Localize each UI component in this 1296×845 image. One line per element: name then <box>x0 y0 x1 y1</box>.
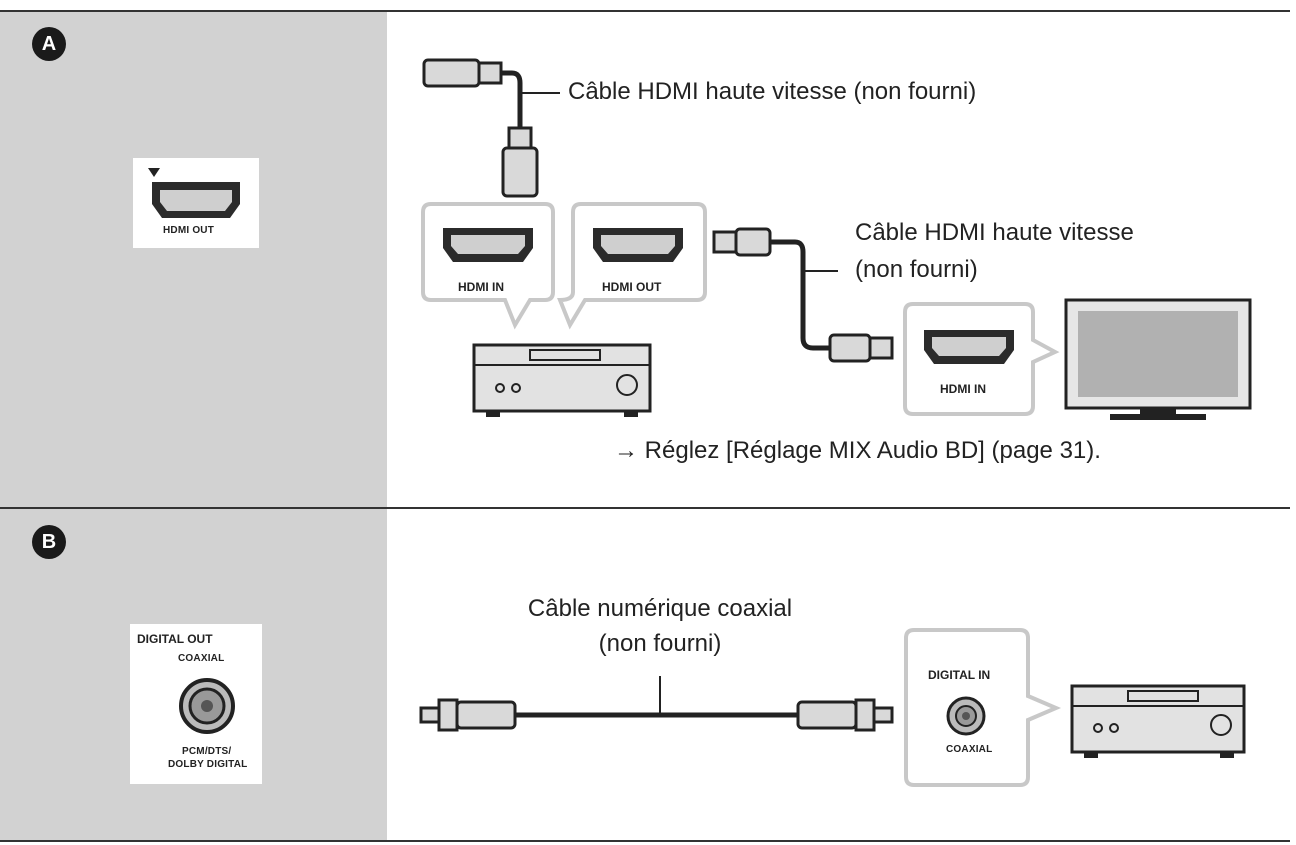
receiver-hdmi-in-label: HDMI IN <box>458 280 504 294</box>
television <box>1064 298 1252 420</box>
section-b-badge: B <box>32 525 66 559</box>
receiver-hdmi-in-callout <box>421 202 555 330</box>
triangle-marker-icon <box>148 168 160 177</box>
receiver-digital-in-label: DIGITAL IN <box>928 668 991 682</box>
tv-hdmi-in-label: HDMI IN <box>940 382 986 396</box>
setting-note: → Réglez [Réglage MIX Audio BD] (page 31… <box>614 437 1101 464</box>
coaxial-cable-label-line2: (non fourni) <box>598 630 722 657</box>
av-receiver-b <box>1070 684 1246 758</box>
coaxial-cable-label-line1: Câble numérique coaxial <box>527 595 793 622</box>
player-format-line-1: PCM/DTS/ <box>182 746 232 757</box>
coaxial-plug-right <box>796 698 894 732</box>
hdmi-plug-right-2 <box>828 333 894 363</box>
hdmi-plug-vertical <box>501 126 539 198</box>
hdmi-cable-label-2-line2: (non fourni) <box>855 256 978 283</box>
player-digital-out-sub: COAXIAL <box>178 653 225 664</box>
player-hdmi-out-label: HDMI OUT <box>163 225 215 236</box>
hdmi-cable-2 <box>770 239 833 351</box>
player-digital-out-title: DIGITAL OUT <box>137 632 213 646</box>
player-format-line-2: DOLBY DIGITAL <box>168 759 248 770</box>
bottom-rule <box>0 840 1290 842</box>
section-a-badge: A <box>32 27 66 61</box>
receiver-hdmi-out-label: HDMI OUT <box>602 280 662 294</box>
hdmi-cable-label-2-line1: Câble HDMI haute vitesse <box>855 219 1134 246</box>
av-receiver-a <box>472 343 652 417</box>
hdmi-plug-right-1 <box>712 227 772 257</box>
hdmi-cable-label-1: Câble HDMI haute vitesse (non fourni) <box>568 78 977 105</box>
coaxial-plug-left <box>419 698 517 732</box>
receiver-hdmi-out-callout <box>557 202 707 330</box>
hdmi-cable-1 <box>501 70 523 130</box>
receiver-digital-in-sub: COAXIAL <box>946 744 993 755</box>
hdmi-plug-top <box>422 58 503 88</box>
top-rule <box>0 10 1290 12</box>
section-a-side-panel <box>0 12 387 507</box>
middle-rule <box>0 507 1290 509</box>
